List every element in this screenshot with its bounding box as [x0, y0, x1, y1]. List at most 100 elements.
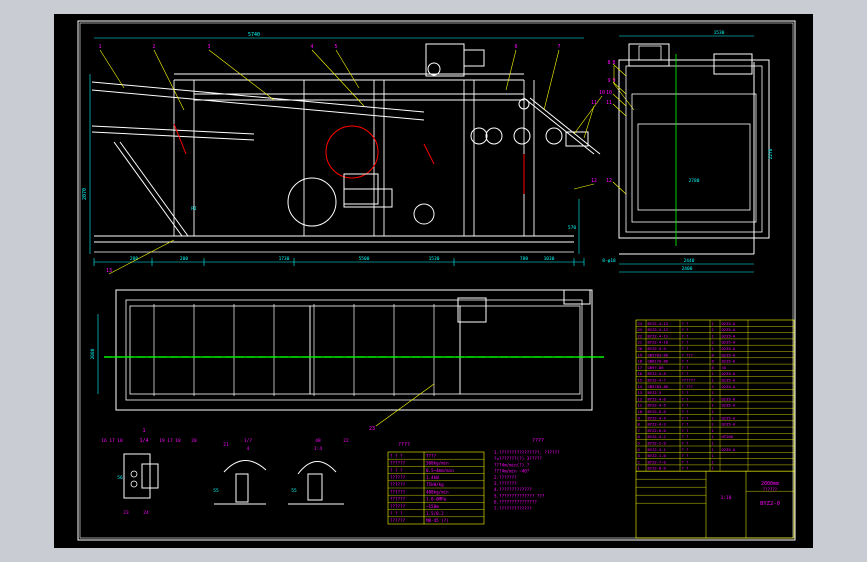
- part-number: 6: [514, 44, 517, 50]
- tech-params-val: ~150m: [426, 504, 439, 509]
- bom-cell: ? ?: [682, 422, 689, 427]
- side-belt: [631, 93, 757, 223]
- bom-cell: ? ?: [682, 409, 689, 414]
- bom-cell: BYZ2-5-0: [648, 409, 667, 414]
- bom-cell: ? ?: [682, 453, 689, 458]
- part-leader: [208, 49, 275, 101]
- detail-b-arc: [223, 460, 267, 473]
- left-strut-2: [119, 141, 189, 237]
- title-block-scale: 1:10: [721, 495, 732, 501]
- part-leader: [108, 239, 175, 275]
- bom-cell: Q235-A: [722, 333, 736, 338]
- right-head: [565, 131, 589, 147]
- part-leader: [573, 183, 595, 190]
- tech-params-key: ? ? ?: [390, 453, 403, 458]
- bom-cell: GB97-86: [648, 365, 665, 370]
- detail-c-part-2: 22: [343, 438, 349, 444]
- bom-cell: 1: [712, 321, 715, 326]
- bom-cell: GB6170-86: [648, 359, 669, 364]
- bom-cell: ? ?: [682, 428, 689, 433]
- part-leader: [99, 49, 125, 89]
- lower-rail: [91, 125, 255, 135]
- tech-params-key: ??????: [390, 489, 406, 494]
- bom-cell: Q235-A: [722, 415, 736, 420]
- bom-cell: GB5783-86: [648, 352, 669, 357]
- bom-cell: BYZ2-4-9: [648, 346, 667, 351]
- tech-params-title: ????: [398, 442, 410, 448]
- part-number: 2: [152, 44, 155, 50]
- detail-b-scale: 4: [247, 446, 250, 452]
- detail-a-dim: 56: [117, 475, 123, 481]
- left-strut: [113, 141, 183, 237]
- side-leader: [612, 81, 627, 95]
- bom-cell: 1: [712, 378, 715, 383]
- bom-cell: ? ???: [682, 384, 693, 389]
- detail-a-label: 1: [142, 428, 145, 434]
- bom-cell: 11: [638, 403, 643, 408]
- part-leader: [153, 49, 185, 111]
- detail-a-part: 20: [191, 438, 197, 444]
- part-number: 1: [98, 44, 101, 50]
- bom-cell: Q235-A: [722, 327, 736, 332]
- idler-1: [470, 127, 488, 145]
- bom-cell: Q235-A: [722, 346, 736, 351]
- dim-height-text: 2070: [82, 188, 88, 200]
- bom-cell: BYZ2-4-7: [648, 378, 666, 383]
- bom-cell: 45: [722, 365, 727, 370]
- part-number: 8: [612, 60, 615, 66]
- bom-cell: ??????: [682, 378, 696, 383]
- tech-notes-line: ???4m/min ~40?: [494, 469, 530, 474]
- bom-cell: Q235-A: [722, 352, 736, 357]
- bom-cell: BYZ2-4-12: [648, 327, 669, 332]
- detail-a-bolt: [130, 470, 138, 478]
- dim-overall-length-text: 5740: [248, 32, 260, 38]
- side-dim-base-text: 2400: [682, 266, 693, 272]
- bom-cell: ? ?: [682, 466, 689, 471]
- small-roller: [518, 98, 530, 110]
- detail-a-bolt-2: [130, 480, 138, 488]
- dim-bottom-text: 1030: [544, 256, 555, 262]
- plan-gearbox: [457, 297, 487, 323]
- title-block-subtitle: ??????: [763, 487, 778, 492]
- tech-notes: ????1.????????????????, ?????? ?=???????…: [494, 438, 560, 511]
- idler-4: [545, 127, 563, 145]
- bom-cell: Q235-A: [722, 378, 736, 383]
- bom-cell: 24: [638, 321, 643, 326]
- detail-b-dim: 55: [213, 488, 219, 494]
- bom-cell: 7: [638, 428, 640, 433]
- inner-border: [79, 22, 794, 539]
- bom-cell: 1: [712, 403, 715, 408]
- title-block-drawing-no: BYZ2-0: [760, 501, 780, 507]
- bom-cell: 21: [638, 340, 643, 345]
- tech-notes-line: 4.?????????????: [494, 487, 532, 492]
- tech-params-val: 1.4kW: [426, 475, 439, 480]
- bom-cell: BYZ2-3: [648, 390, 662, 395]
- side-part-number: 11: [606, 100, 612, 106]
- detail-b-label: 1/7: [244, 438, 252, 444]
- part-number: 13: [106, 268, 112, 274]
- bom-cell: 1: [712, 466, 715, 471]
- title-block-name: 2000mm: [761, 481, 779, 487]
- side-frame-inner: [625, 65, 763, 233]
- upper-rail: [91, 81, 425, 113]
- bom-cell: ? ?: [682, 346, 689, 351]
- side-motor: [628, 43, 670, 67]
- bom-cell: 1: [712, 409, 715, 414]
- bom-cell: 1: [712, 333, 715, 338]
- plan-part-number: 23: [369, 426, 375, 432]
- bom-cell: BYZ2-4-5: [648, 403, 666, 408]
- tech-notes-line: ?=???????(?) 3?????: [494, 456, 542, 461]
- motor-top: [463, 49, 485, 67]
- title-block-grid: [635, 470, 795, 539]
- tech-params-key: ??????: [390, 497, 406, 502]
- bom-cell: 1: [712, 447, 715, 452]
- bom-cell: 3: [638, 453, 640, 458]
- detail-a-part: 23: [123, 510, 129, 516]
- bom-cell: BYZ2-2-0: [648, 441, 667, 446]
- side-leader: [612, 93, 627, 107]
- bom-cell: 18: [638, 359, 643, 364]
